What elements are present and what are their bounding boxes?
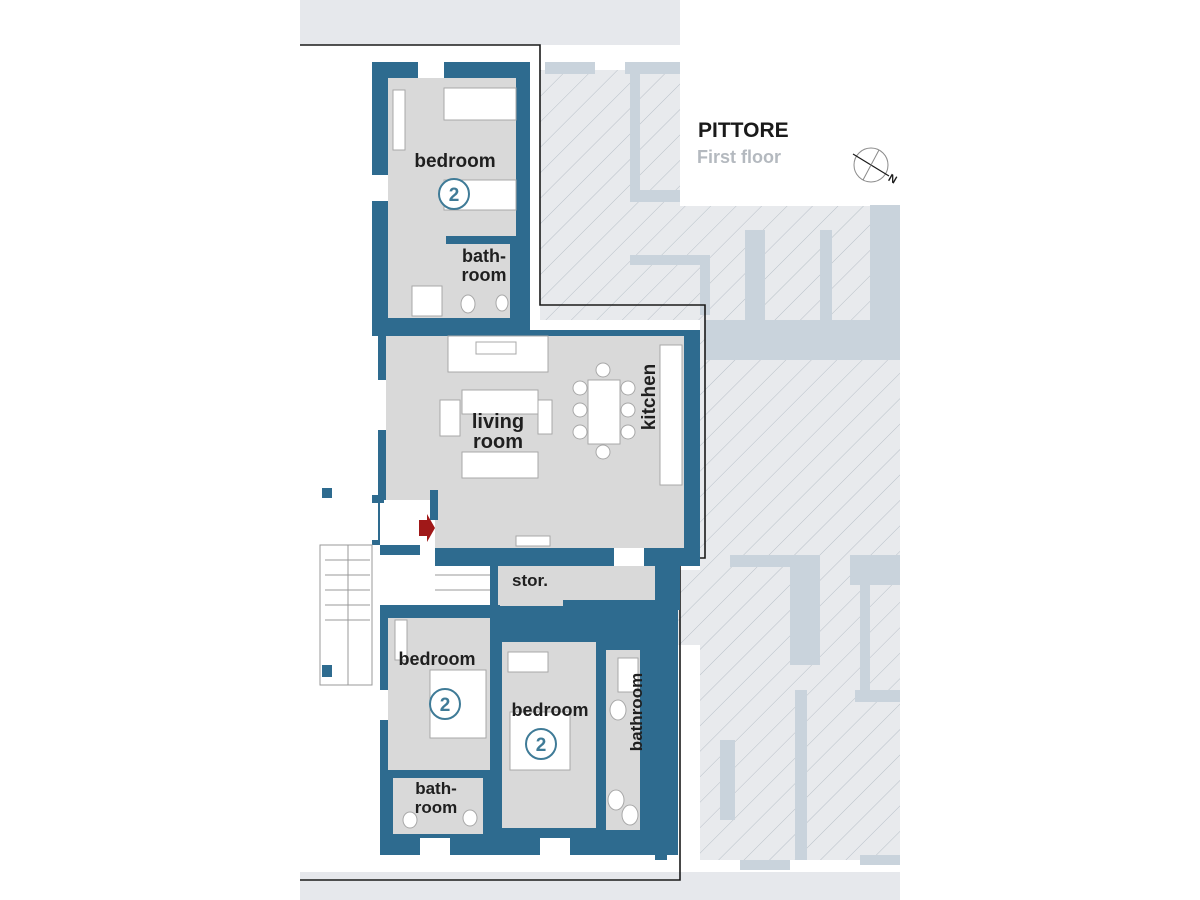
- title-box: [680, 0, 900, 206]
- context-block: [300, 872, 900, 900]
- sink: [609, 699, 627, 721]
- bed-count-bedroom-top: 2: [449, 185, 460, 206]
- label-living-room-line1: living: [472, 411, 524, 433]
- label-bedroom-top: bedroom: [414, 151, 495, 172]
- room-labels: bedroom 2 bath- room living room kitchen…: [398, 151, 660, 817]
- toilet-icon: [607, 789, 625, 811]
- sofa-icon: [461, 451, 539, 479]
- armchair: [439, 399, 461, 437]
- wardrobe: [507, 651, 549, 673]
- label-storage: stor.: [512, 571, 548, 590]
- interior-walls: [372, 236, 700, 860]
- bed-count-badge: [525, 728, 557, 760]
- openings: [372, 62, 644, 855]
- kitchen-counter: [659, 344, 683, 486]
- bathtub: [617, 657, 639, 693]
- column: [322, 488, 332, 498]
- chair: [620, 424, 636, 440]
- chair: [572, 380, 588, 396]
- site-outline: [300, 44, 706, 881]
- context-block: [300, 0, 680, 45]
- bed-count-badge: [429, 688, 461, 720]
- label-bathroom-long: bathroom: [627, 673, 646, 751]
- chair: [620, 380, 636, 396]
- label-living-room-line2: room: [473, 431, 523, 453]
- wardrobe: [394, 619, 408, 661]
- entry-steps: [430, 566, 492, 606]
- fireplace-insert: [475, 341, 517, 355]
- label-bedroom-bottom-left: bedroom: [398, 649, 475, 669]
- label-bedroom-bottom-right: bedroom: [511, 700, 588, 720]
- label-bathroom-top-line1: bath-: [462, 246, 506, 266]
- bidet: [621, 804, 639, 826]
- label-bathroom-top-line2: room: [462, 265, 507, 285]
- context-buildings: [300, 0, 900, 900]
- chair: [572, 424, 588, 440]
- radiator: [515, 535, 551, 547]
- sink: [495, 294, 509, 312]
- column: [322, 665, 332, 677]
- sink: [462, 809, 478, 827]
- label-kitchen: kitchen: [639, 364, 660, 431]
- bed-count-bedroom-bottom-right: 2: [536, 735, 547, 756]
- bed-count-bedroom-bottom-left: 2: [440, 695, 451, 716]
- plan-title: PITTORE: [698, 119, 789, 142]
- label-bathroom-small-line1: bath-: [415, 779, 457, 798]
- entrance-arrow-icon: [419, 514, 435, 542]
- plan-subtitle: First floor: [697, 147, 781, 167]
- floor-storage: [498, 566, 655, 606]
- chair: [572, 402, 588, 418]
- armchair: [537, 399, 553, 435]
- toilet-icon: [402, 811, 418, 829]
- staircase: [319, 544, 373, 686]
- label-bathroom-small-line2: room: [415, 798, 458, 817]
- chair: [595, 362, 611, 378]
- shower: [411, 285, 443, 317]
- dining-table-icon: [587, 379, 621, 445]
- stair-treads: [325, 545, 490, 685]
- chair: [620, 402, 636, 418]
- sofa-icon: [461, 389, 539, 415]
- context-walls: [545, 62, 900, 870]
- bed-count-badge: [438, 178, 470, 210]
- toilet-icon: [460, 294, 476, 314]
- wardrobe: [392, 89, 406, 151]
- corridor-outside: [320, 330, 378, 540]
- chair: [595, 444, 611, 460]
- bed-icon: [443, 87, 517, 121]
